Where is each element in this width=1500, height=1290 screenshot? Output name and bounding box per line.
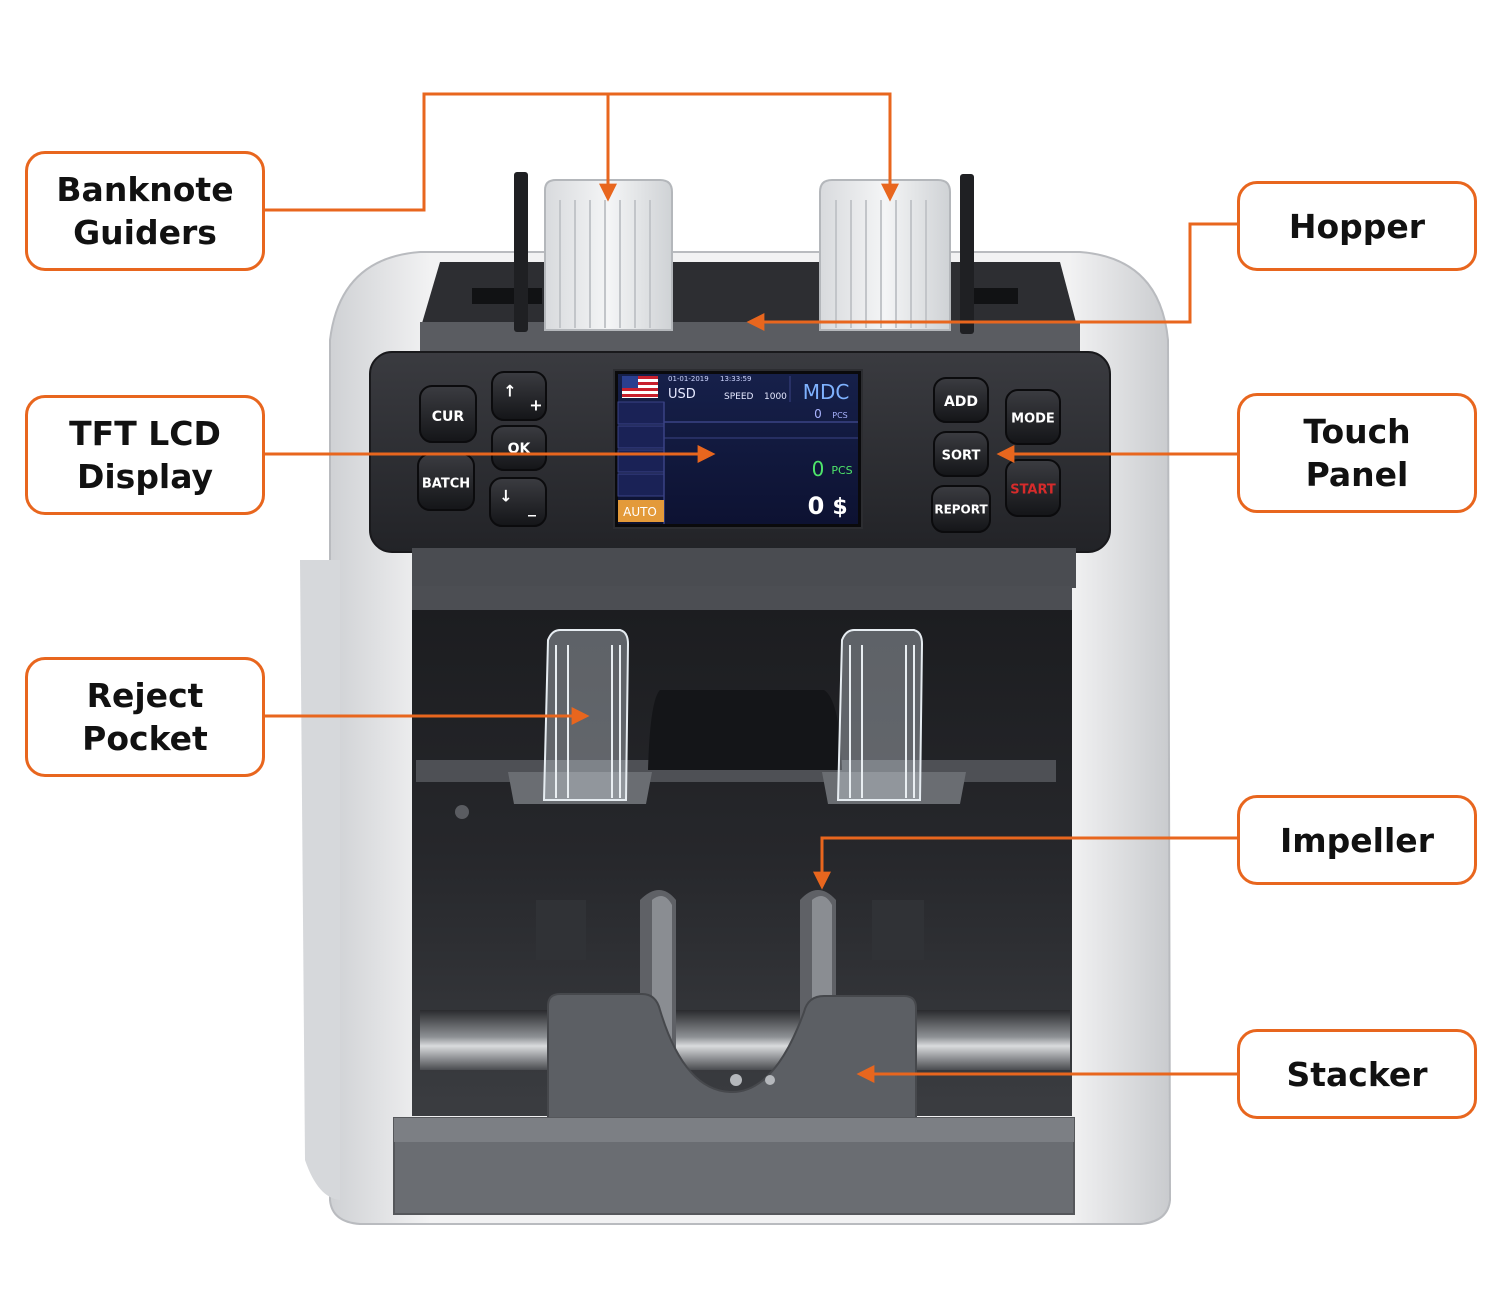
callout-touch-panel: Touch Panel <box>1237 393 1477 513</box>
cur-button[interactable]: CUR <box>419 385 477 443</box>
ok-button[interactable]: OK <box>491 425 547 471</box>
report-button[interactable]: REPORT <box>931 485 991 533</box>
start-button-label: START <box>1010 483 1056 498</box>
down-minus-button[interactable]: ↓ _ <box>489 477 547 527</box>
sort-button-label: SORT <box>942 449 981 464</box>
add-button[interactable]: ADD <box>933 377 989 423</box>
lcd-amount: 0 <box>808 492 825 520</box>
lcd-count-top-unit: PCS <box>832 411 848 420</box>
banknote-guider-right <box>819 174 974 334</box>
report-button-label: REPORT <box>934 503 988 517</box>
tft-lcd-display: 01-01-2019 13:33:59 USD SPEED 1000 MDC 0… <box>613 369 863 529</box>
lcd-currency: USD <box>668 387 696 402</box>
mode-button-label: MODE <box>1011 412 1055 427</box>
start-button[interactable]: START <box>1005 459 1061 517</box>
lcd-mode: MDC <box>803 380 850 404</box>
lcd-date: 01-01-2019 <box>668 375 709 383</box>
callout-hopper: Hopper <box>1237 181 1477 271</box>
add-button-label: ADD <box>944 394 978 410</box>
batch-button-label: BATCH <box>422 477 470 492</box>
impeller-leader <box>813 836 1238 890</box>
hopper-leader <box>746 222 1238 331</box>
down-arrow-icon: ↓ <box>499 487 512 506</box>
lcd-count-main-unit: PCS <box>831 464 852 477</box>
leader-lines <box>262 92 1238 1083</box>
callout-tft-lcd-display: TFT LCD Display <box>25 395 265 515</box>
sort-button[interactable]: SORT <box>933 431 989 477</box>
us-flag-icon <box>622 376 658 398</box>
up-plus-button-label: + <box>529 396 542 415</box>
up-arrow-icon: ↑ <box>503 382 516 401</box>
banknote-guider-left <box>514 172 673 332</box>
lcd-amount-unit: $ <box>832 495 847 520</box>
callout-banknote-guiders: Banknote Guiders <box>25 151 265 271</box>
lcd-speed-label: SPEED <box>724 392 754 402</box>
batch-button[interactable]: BATCH <box>417 453 475 511</box>
callout-impeller: Impeller <box>1237 795 1477 885</box>
mode-button[interactable]: MODE <box>1005 389 1061 445</box>
guiders-leader <box>262 92 899 212</box>
stacker <box>547 993 917 1147</box>
lcd-count-main: 0 <box>812 457 825 481</box>
callout-stacker: Stacker <box>1237 1029 1477 1119</box>
front-cavity <box>412 586 1072 1116</box>
cur-button-label: CUR <box>432 409 465 425</box>
bottom-tray <box>393 1117 1075 1215</box>
lcd-count-top: 0 <box>814 407 822 421</box>
lcd-auto-badge: AUTO <box>623 505 657 519</box>
down-minus-button-label: _ <box>528 498 536 517</box>
callout-reject-pocket: Reject Pocket <box>25 657 265 777</box>
lcd-speed-value: 1000 <box>764 392 787 402</box>
up-plus-button[interactable]: ↑ + <box>491 371 547 421</box>
lcd-time: 13:33:59 <box>720 375 751 383</box>
